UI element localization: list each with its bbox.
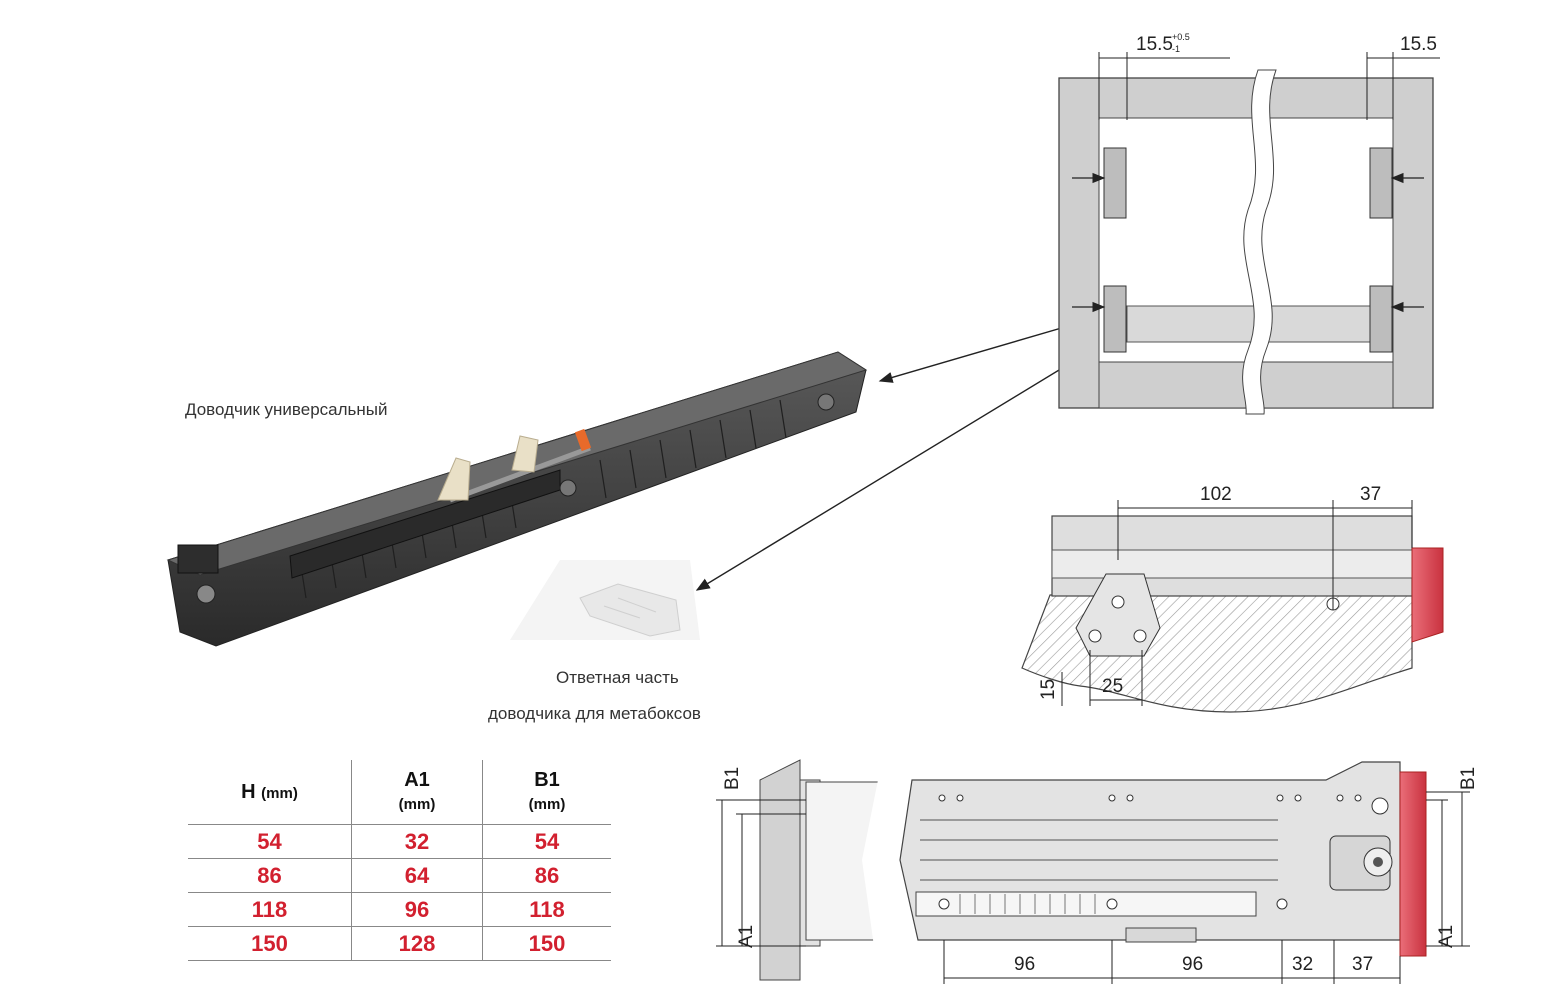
dim-top-left-tol-plus: +0.5 [1172, 32, 1190, 42]
damper-caption: Доводчик универсальный [185, 400, 388, 419]
cell-b1: 150 [482, 926, 611, 961]
cell-b1: 86 [482, 858, 611, 893]
dim-side-15: 15 [1038, 679, 1059, 700]
cell-a1: 64 [351, 858, 483, 893]
front-section-drawing: 15.5 +0.5 -1 15.5 [1058, 32, 1440, 415]
dim-side-37: 37 [1360, 484, 1381, 505]
cell-h: 86 [188, 858, 352, 893]
header-b1: B1(mm) [482, 760, 611, 825]
table-row: 150 128 150 [188, 926, 611, 961]
cell-b1: 118 [482, 892, 611, 927]
cell-h: 150 [188, 926, 352, 961]
dim-bottom-37: 37 [1352, 954, 1373, 975]
dim-top-left: 15.5 [1136, 34, 1173, 55]
dim-side-25: 25 [1102, 676, 1123, 697]
strike-caption-line1: Ответная часть [556, 668, 679, 687]
dim-side-102: 102 [1200, 484, 1232, 505]
cell-a1: 96 [351, 892, 483, 927]
dim-b1-left: B1 [722, 767, 743, 790]
dim-b1-right: B1 [1458, 767, 1479, 790]
dim-bottom-96a: 96 [1014, 954, 1035, 975]
table-row: 54 32 54 [188, 824, 611, 859]
cell-a1: 32 [351, 824, 483, 859]
header-h: H (mm) [188, 760, 352, 825]
table-row: 86 64 86 [188, 858, 611, 893]
table-header-row: H (mm) A1(mm) B1(mm) [188, 760, 611, 825]
dim-bottom-32: 32 [1292, 954, 1313, 975]
table-row: 118 96 118 [188, 892, 611, 927]
strike-caption-line2: доводчика для метабоксов [488, 704, 701, 723]
pointer-arrows [695, 321, 1093, 591]
damper-product-image [166, 351, 868, 647]
cell-a1: 128 [351, 926, 483, 961]
cell-h: 54 [188, 824, 352, 859]
dim-top-right: 15.5 [1400, 34, 1437, 55]
drawer-side-drawing: B1 A1 B1 A1 96 96 32 37 [716, 759, 1479, 990]
dimension-table: H (mm) A1(mm) B1(mm) 54 32 54 86 64 86 1… [188, 760, 611, 961]
cell-b1: 54 [482, 824, 611, 859]
header-a1: A1(mm) [351, 760, 483, 825]
dim-a1-right: A1 [1436, 925, 1457, 948]
side-section-drawing: 102 37 25 15 [1021, 484, 1444, 713]
dim-a1-left: A1 [736, 925, 757, 948]
dim-top-left-tol-minus: -1 [1172, 44, 1180, 54]
cell-h: 118 [188, 892, 352, 927]
dim-bottom-96b: 96 [1182, 954, 1203, 975]
strike-part-image [510, 560, 700, 640]
